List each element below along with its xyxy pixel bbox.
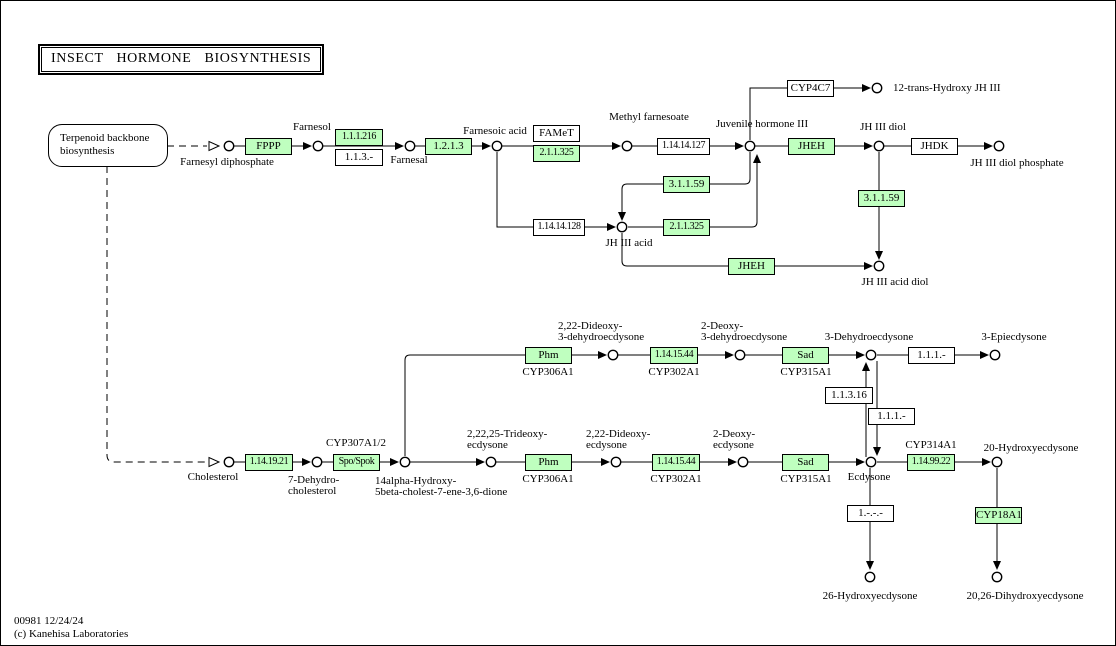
enzyme-box-fppp[interactable]: FPPP [245, 138, 292, 155]
enzyme-box-1-2-1-3[interactable]: 1.2.1.3 [425, 138, 472, 155]
label-14alpha-hydroxy-cholest-dione: 14alpha-Hydroxy- 5beta-cholest-7-ene-3,6… [375, 475, 508, 498]
enzyme-box-spo-spok[interactable]: Spo/Spok [333, 454, 380, 471]
enzyme-box-1-1-1-216[interactable]: 1.1.1.216 [335, 129, 383, 146]
compound-node-26-hydroxyecdysone[interactable] [864, 571, 876, 583]
compound-node-jh-iii-diol-phosphate[interactable] [993, 140, 1005, 152]
compound-node-farnesoic-acid[interactable] [491, 140, 503, 152]
enzyme-box-famet[interactable]: FAMeT [533, 125, 580, 142]
label-3-epiecdysone: 3-Epiecdysone [981, 331, 1047, 343]
copyright: (c) Kanehisa Laboratories [14, 628, 129, 640]
enzyme-box-1-14-15-44-bottom[interactable]: 1.14.15.44 [652, 454, 700, 471]
enzyme-box-sad-bottom[interactable]: Sad [782, 454, 829, 471]
enzyme-box-sad-top[interactable]: Sad [782, 347, 829, 364]
label-cyp302a1-bottom: CYP302A1 [650, 473, 702, 485]
label-methyl-farnesoate: Methyl farnesoate [609, 111, 689, 123]
enzyme-box-2-1-1-325-top[interactable]: 2.1.1.325 [533, 145, 580, 162]
label-juvenile-hormone-iii: Juvenile hormone III [715, 118, 809, 130]
compound-node-jh-iii-diol[interactable] [873, 140, 885, 152]
enzyme-box-jheh-top[interactable]: JHEH [788, 138, 835, 155]
label-20-26-dihydroxyecdysone: 20,26-Dihydroxyecdysone [966, 590, 1084, 602]
label-2-22-dideoxyecdysone: 2,22-Dideoxy- ecdysone [586, 428, 651, 451]
compound-node-12-trans-hydroxy-jh-iii[interactable] [871, 82, 883, 94]
enzyme-box-2-1-1-325-acid[interactable]: 2.1.1.325 [663, 219, 710, 236]
enzyme-box-phm-bottom[interactable]: Phm [525, 454, 572, 471]
compound-node-farnesol[interactable] [312, 140, 324, 152]
enzyme-box-1-1-3[interactable]: 1.1.3.- [335, 149, 383, 166]
map-id-date: 00981 12/24/24 [14, 615, 84, 627]
enzyme-box-1-14-99-22[interactable]: 1.14.99.22 [907, 454, 955, 471]
label-farnesal: Farnesal [390, 154, 428, 166]
compound-node-juvenile-hormone-iii[interactable] [744, 140, 756, 152]
label-7-dehydrocholesterol: 7-Dehydro- cholesterol [288, 474, 340, 497]
label-cyp307a1-2: CYP307A1/2 [326, 437, 386, 449]
label-2-22-25-trideoxyecdysone: 2,22,25-Trideoxy- ecdysone [467, 428, 548, 451]
map-title-box: INSECT HORMONE BIOSYNTHESIS [38, 44, 325, 75]
compound-node-20-hydroxyecdysone[interactable] [991, 456, 1003, 468]
compound-node-2-22-dideoxyecdysone[interactable] [610, 456, 622, 468]
compound-node-3-epiecdysone[interactable] [989, 349, 1001, 361]
compound-node-3-dehydroecdysone[interactable] [865, 349, 877, 361]
compound-node-methyl-farnesoate[interactable] [621, 140, 633, 152]
enzyme-box-1-14-19-21[interactable]: 1.14.19.21 [245, 454, 293, 471]
label-2-deoxyecdysone: 2-Deoxy- ecdysone [713, 428, 756, 451]
compound-node-14alpha-hydroxy-cholest-dione[interactable] [399, 456, 411, 468]
compound-node-farnesyl-diphosphate[interactable] [223, 140, 235, 152]
label-cyp302a1-top: CYP302A1 [648, 366, 700, 378]
enzyme-box-3-1-1-59-diol[interactable]: 3.1.1.59 [858, 190, 905, 207]
compound-node-jh-iii-acid[interactable] [616, 221, 628, 233]
compound-node-2-22-25-trideoxyecdysone[interactable] [485, 456, 497, 468]
enzyme-box-1-dash[interactable]: 1.-.-.- [847, 505, 894, 522]
compound-node-cholesterol[interactable] [223, 456, 235, 468]
compound-node-7-dehydrocholesterol[interactable] [311, 456, 323, 468]
compound-node-2-deoxy-3-dehydroecdysone[interactable] [734, 349, 746, 361]
label-jh-iii-acid-diol: JH III acid diol [861, 276, 929, 288]
enzyme-box-1-1-3-16[interactable]: 1.1.3.16 [825, 387, 873, 404]
compound-node-2-deoxyecdysone[interactable] [737, 456, 749, 468]
enzyme-box-1-14-15-44-top[interactable]: 1.14.15.44 [650, 347, 698, 364]
label-2-22-dideoxy-3-dehydroecdysone: 2,22-Dideoxy- 3-dehydroecdysone [558, 320, 645, 343]
label-3-dehydroecdysone: 3-Dehydroecdysone [824, 331, 914, 343]
label-farnesyl-diphosphate: Farnesyl diphosphate [180, 156, 274, 168]
label-cholesterol: Cholesterol [187, 471, 239, 483]
label-cyp315a1-bottom: CYP315A1 [780, 473, 832, 485]
compound-node-20-26-dihydroxyecdysone[interactable] [991, 571, 1003, 583]
label-farnesoic-acid: Farnesoic acid [463, 125, 527, 137]
label-12-trans-hydroxy-jh-iii: 12-trans-Hydroxy JH III [893, 82, 1001, 94]
map-title: INSECT HORMONE BIOSYNTHESIS [41, 47, 322, 72]
compound-node-farnesal[interactable] [404, 140, 416, 152]
enzyme-box-1-14-14-128[interactable]: 1.14.14.128 [533, 219, 585, 236]
label-jh-iii-acid: JH III acid [605, 237, 653, 249]
enzyme-box-jhdk[interactable]: JHDK [911, 138, 958, 155]
enzyme-box-3-1-1-59-acid[interactable]: 3.1.1.59 [663, 176, 710, 193]
label-2-deoxy-3-dehydroecdysone: 2-Deoxy- 3-dehydroecdysone [701, 320, 788, 343]
compound-node-ecdysone[interactable] [865, 456, 877, 468]
label-20-hydroxyecdysone: 20-Hydroxyecdysone [983, 442, 1079, 454]
compound-node-2-22-dideoxy-3-dehydroecdysone[interactable] [607, 349, 619, 361]
linked-pathway-terpenoid-backbone[interactable]: Terpenoid backbone biosynthesis [48, 124, 168, 167]
enzyme-box-cyp4c7[interactable]: CYP4C7 [787, 80, 834, 97]
label-cyp314a1: CYP314A1 [905, 439, 957, 451]
enzyme-box-cyp18a1[interactable]: CYP18A1 [975, 507, 1022, 524]
label-farnesol: Farnesol [293, 121, 331, 133]
enzyme-box-1-1-1-mid[interactable]: 1.1.1.- [868, 408, 915, 425]
enzyme-box-phm-top[interactable]: Phm [525, 347, 572, 364]
label-cyp306a1-top: CYP306A1 [522, 366, 574, 378]
label-jh-iii-diol-phosphate: JH III diol phosphate [970, 157, 1064, 169]
compound-node-jh-iii-acid-diol[interactable] [873, 260, 885, 272]
enzyme-box-jheh-acid[interactable]: JHEH [728, 258, 775, 275]
label-cyp306a1-bottom: CYP306A1 [522, 473, 574, 485]
label-ecdysone: Ecdysone [847, 471, 891, 483]
label-cyp315a1-top: CYP315A1 [780, 366, 832, 378]
label-jh-iii-diol: JH III diol [860, 121, 906, 133]
enzyme-box-1-14-14-127[interactable]: 1.14.14.127 [657, 138, 710, 155]
label-26-hydroxyecdysone: 26-Hydroxyecdysone [822, 590, 918, 602]
enzyme-box-1-1-1-epi[interactable]: 1.1.1.- [908, 347, 955, 364]
